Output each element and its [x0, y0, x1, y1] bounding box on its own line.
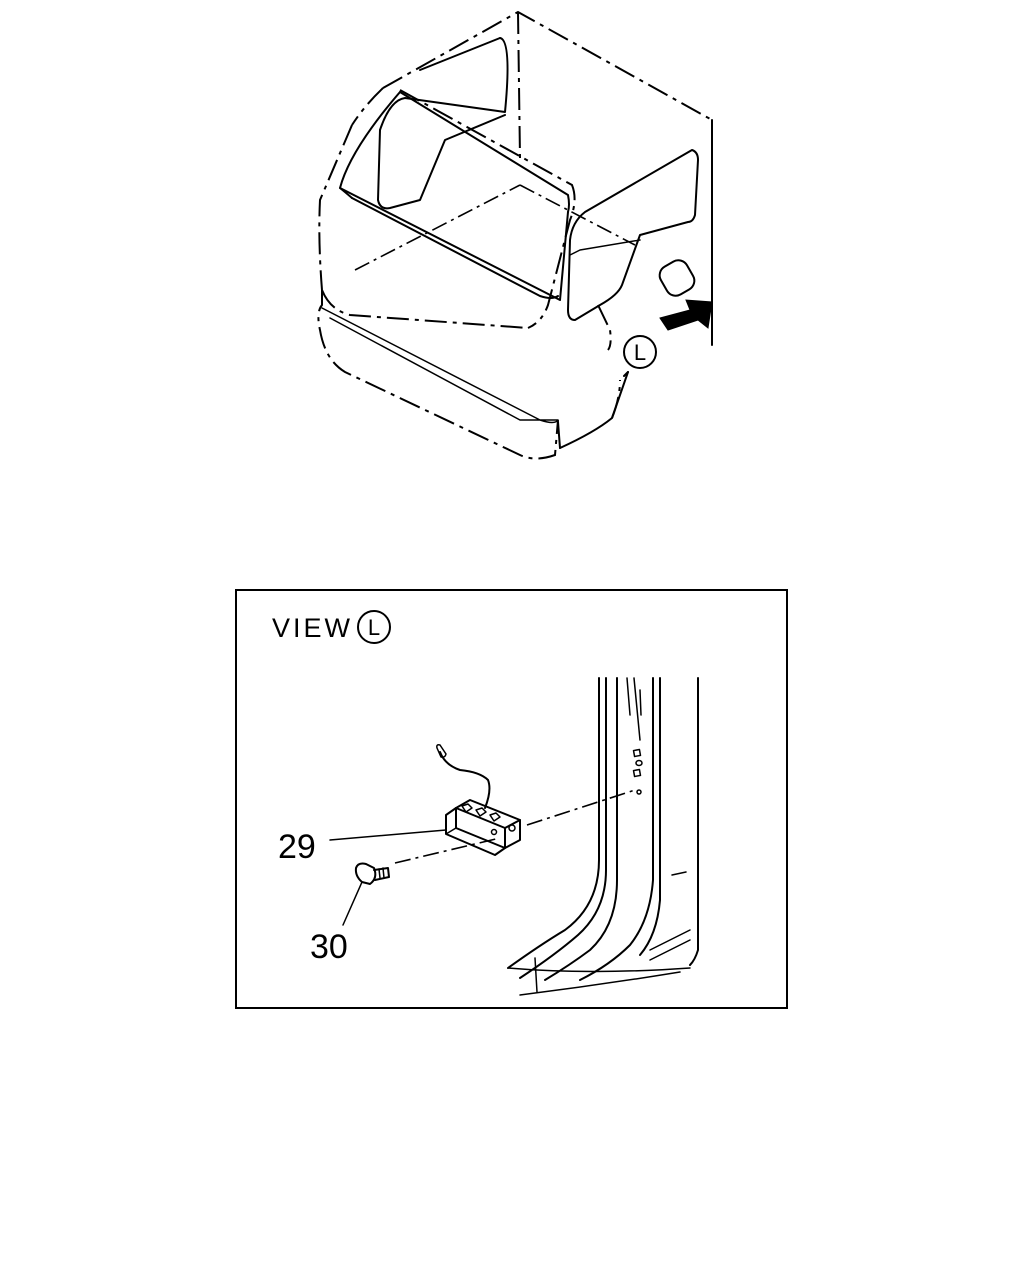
- detail-view-marker-circle: [357, 610, 391, 644]
- detail-view-title: VIEW: [272, 613, 353, 643]
- bracket-29: [436, 744, 521, 856]
- view-l-marker: L: [634, 340, 646, 365]
- callout-30: 30: [310, 928, 348, 966]
- detail-view-panel: VIEW L: [235, 589, 788, 1009]
- door-pillar: [507, 677, 699, 996]
- view-l-marker-circle: [623, 335, 657, 369]
- view-direction-arrow-icon: [659, 299, 713, 331]
- bolt-30: [354, 862, 390, 885]
- cab-overview: L: [317, 10, 713, 460]
- callout-29: 29: [278, 828, 316, 866]
- detail-view-marker: L: [368, 615, 380, 640]
